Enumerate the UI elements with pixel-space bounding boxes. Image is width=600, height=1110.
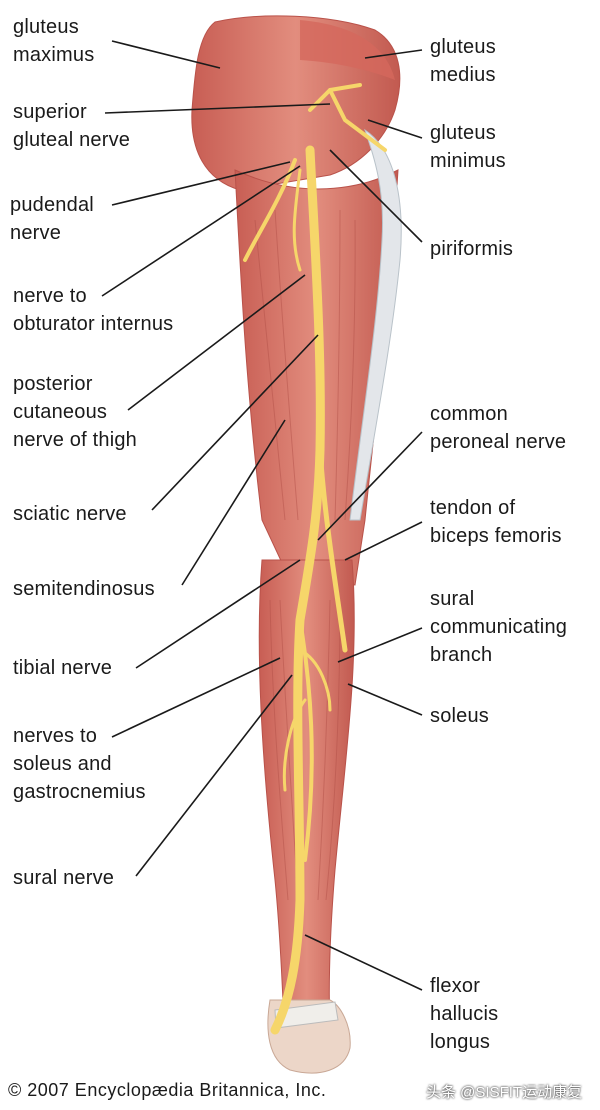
label-piriformis: piriformis [430,238,514,260]
label-nerve-to-obturator-internus: nerve to obturator internus [13,285,174,335]
label-gluteus-minimus: gluteus minimus [430,122,506,172]
label-posterior-cutaneous-nerve: posterior cutaneous nerve of thigh [13,373,137,451]
label-pudendal-nerve: pudendal nerve [10,194,94,244]
label-tibial-nerve: tibial nerve [13,657,113,679]
leader-lines [101,40,423,991]
watermark: 头条 @SISFIT运动康复 [426,1084,583,1101]
label-sural-communicating-branch: sural communicating branch [430,588,568,666]
label-gluteus-medius: gluteus medius [430,36,496,86]
gluteus-medius-shape [300,20,395,80]
label-nerves-to-soleus: nerves to soleus and gastrocnemius [13,725,146,803]
label-tendon-biceps-femoris: tendon of biceps femoris [430,497,562,547]
label-soleus: soleus [430,705,490,727]
muscle-striations [254,209,356,901]
label-common-peroneal-nerve: common peroneal nerve [430,403,567,453]
copyright-credit: © 2007 Encyclopædia Britannica, Inc. [8,1080,327,1100]
iliotibial-band-shape [349,128,402,521]
label-sciatic-nerve: sciatic nerve [13,503,127,525]
label-superior-gluteal-nerve: superior gluteal nerve [13,101,131,151]
label-gluteus-maximus: gluteus maximus [13,16,95,66]
label-sural-nerve: sural nerve [13,867,115,889]
label-flexor-hallucis-longus: flexor hallucis longus [430,975,499,1053]
label-semitendinosus: semitendinosus [13,578,155,600]
